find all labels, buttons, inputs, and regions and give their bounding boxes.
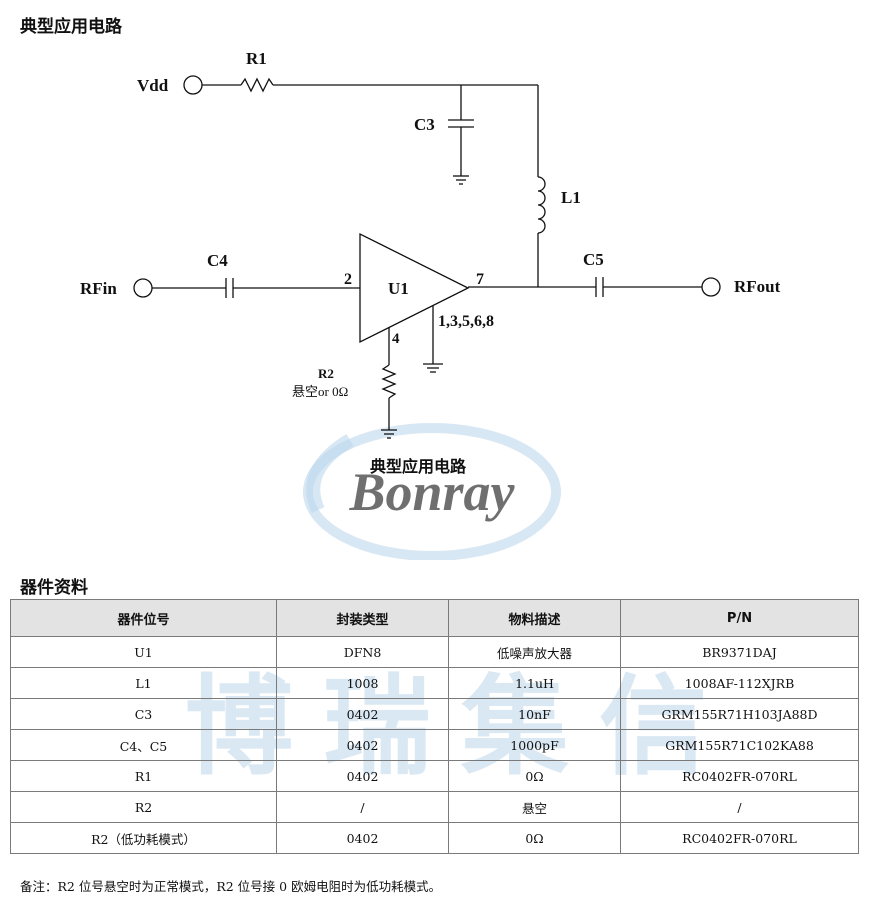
r1-resistor xyxy=(240,77,274,93)
header-package: 封装类型 xyxy=(276,599,449,637)
cell-description: 1000pF xyxy=(448,729,621,761)
cell-part-number: 1008AF-112XJRB xyxy=(620,667,859,699)
c3-label: C3 xyxy=(414,115,435,134)
cell-package: 1008 xyxy=(276,667,449,699)
r2-description: 悬空or 0Ω xyxy=(292,384,348,399)
cell-part-number: GRM155R71C102KA88 xyxy=(620,729,859,761)
l1-label: L1 xyxy=(561,188,581,207)
cell-package: DFN8 xyxy=(276,636,449,668)
cell-part-number: GRM155R71H103JA88D xyxy=(620,698,859,730)
rfout-label: RFout xyxy=(734,277,781,296)
l1-inductor xyxy=(537,176,546,234)
cell-part-number: RC0402FR-070RL xyxy=(620,822,859,854)
cell-designator: C3 xyxy=(10,698,277,730)
footnote: 备注：R2 位号悬空时为正常模式，R2 位号接 0 欧姆电阻时为低功耗模式。 xyxy=(20,879,442,894)
cell-designator: C4、C5 xyxy=(10,729,277,761)
cell-designator: R2 xyxy=(10,791,277,823)
cell-part-number: / xyxy=(620,791,859,823)
u1-amplifier xyxy=(359,232,470,344)
header-part-number: P/N xyxy=(620,599,859,637)
cell-description: 悬空 xyxy=(448,791,621,823)
table-row: R2 / 悬空 / xyxy=(10,791,859,823)
circuit-diagram: Bonray xyxy=(80,49,781,560)
cell-designator: R1 xyxy=(10,760,277,792)
c3-ground-symbol xyxy=(453,175,469,185)
pin-in-label: 2 xyxy=(344,271,352,288)
cell-package: 0402 xyxy=(276,698,449,730)
parts-section-title: 器件资料 xyxy=(20,578,88,598)
circuit-section-title: 典型应用电路 xyxy=(20,17,122,37)
bonray-watermark-logo: Bonray xyxy=(303,423,561,560)
ground-pins-label: 1,3,5,6,8 xyxy=(438,313,494,330)
table-row: R1 0402 0Ω RC0402FR-070RL xyxy=(10,760,859,792)
circuit-caption: 典型应用电路 xyxy=(370,457,467,476)
pin-gnd-label: 4 xyxy=(392,331,400,347)
cell-designator: U1 xyxy=(10,636,277,668)
cell-designator: R2（低功耗模式） xyxy=(10,822,277,854)
cell-package: / xyxy=(276,791,449,823)
rfin-terminal xyxy=(133,278,153,298)
cell-description: 低噪声放大器 xyxy=(448,636,621,668)
c4-label: C4 xyxy=(207,251,228,270)
table-header-row: 器件位号 封装类型 物料描述 P/N xyxy=(10,599,859,637)
cell-part-number: BR9371DAJ xyxy=(620,636,859,668)
u1-label: U1 xyxy=(388,279,409,298)
vdd-label: Vdd xyxy=(137,76,169,95)
r2-resistor xyxy=(381,364,397,399)
rfin-label: RFin xyxy=(80,279,117,298)
r2-ground-symbol xyxy=(381,429,397,439)
vdd-terminal xyxy=(183,75,203,95)
cell-description: 0Ω xyxy=(448,822,621,854)
rfout-terminal xyxy=(701,277,721,297)
r1-label: R1 xyxy=(246,49,267,68)
watermark-logo-text: Bonray xyxy=(348,462,515,522)
r2-label: R2 xyxy=(318,366,334,381)
cell-package: 0402 xyxy=(276,760,449,792)
cell-package: 0402 xyxy=(276,822,449,854)
table-row: L1 1008 1.1uH 1008AF-112XJRB xyxy=(10,667,859,699)
cell-part-number: RC0402FR-070RL xyxy=(620,760,859,792)
u1-ground-symbol xyxy=(423,363,443,373)
cell-package: 0402 xyxy=(276,729,449,761)
cell-description: 0Ω xyxy=(448,760,621,792)
header-description: 物料描述 xyxy=(448,599,621,637)
table-row: C3 0402 10nF GRM155R71H103JA88D xyxy=(10,698,859,730)
pin-out-label: 7 xyxy=(476,271,484,288)
cell-designator: L1 xyxy=(10,667,277,699)
table-row: R2（低功耗模式） 0402 0Ω RC0402FR-070RL xyxy=(10,822,859,854)
table-row: U1 DFN8 低噪声放大器 BR9371DAJ xyxy=(10,636,859,668)
cell-description: 10nF xyxy=(448,698,621,730)
table-row: C4、C5 0402 1000pF GRM155R71C102KA88 xyxy=(10,729,859,761)
c5-label: C5 xyxy=(583,250,604,269)
parts-table: 器件位号 封装类型 物料描述 P/N U1 DFN8 低噪声放大器 BR9371… xyxy=(10,599,859,854)
header-designator: 器件位号 xyxy=(10,599,277,637)
cell-description: 1.1uH xyxy=(448,667,621,699)
